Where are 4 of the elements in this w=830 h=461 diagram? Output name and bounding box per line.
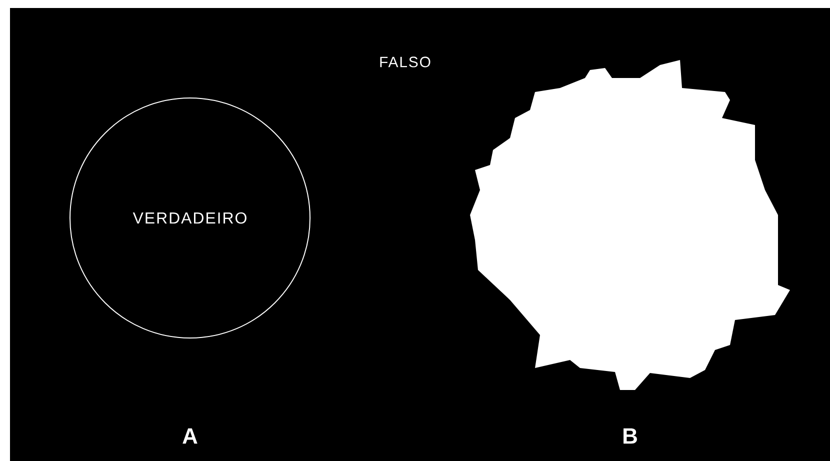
panel-letter: A [182,428,198,444]
label: FALSO [380,56,430,68]
irregular-blob [470,60,790,390]
panel-letter: B [624,428,637,444]
